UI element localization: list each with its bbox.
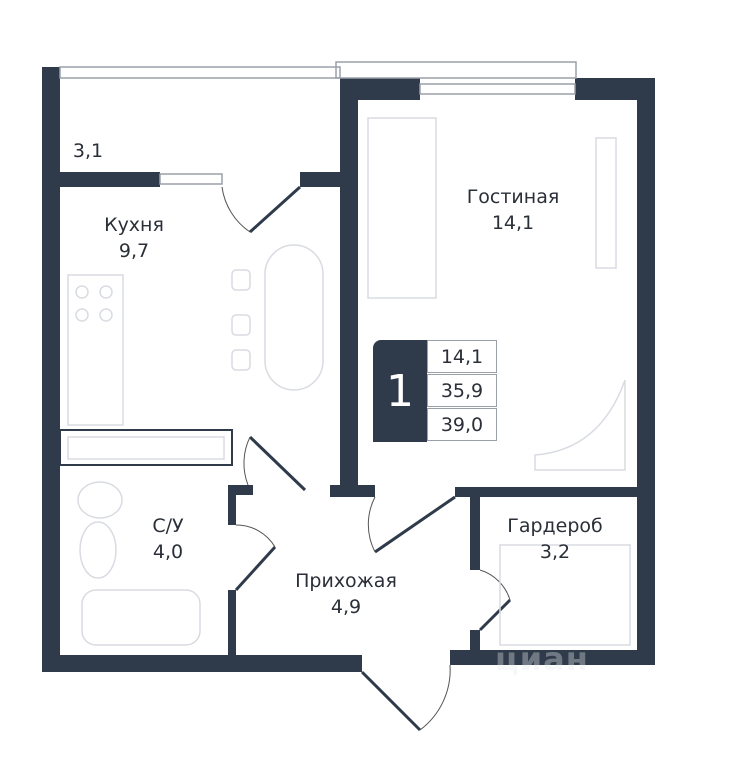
wardrobe-name: Гардероб [507, 515, 603, 537]
hallway-area: 4,9 [330, 596, 362, 618]
living-label: Гостиная 14,1 [467, 184, 560, 236]
bathroom-label: С/У 4,0 [152, 513, 183, 565]
kitchen-label: Кухня 9,7 [104, 212, 164, 264]
kitchen-area: 9,7 [118, 240, 150, 262]
rooms-count: 1 [373, 340, 427, 442]
doors [221, 185, 512, 732]
living-name: Гостиная [466, 186, 560, 208]
apartment-summary: 1 14,1 35,9 39,0 [373, 340, 499, 442]
furniture [59, 117, 631, 646]
windows [59, 61, 577, 185]
wardrobe-label: Гардероб 3,2 [507, 513, 603, 565]
net-area-cell: 35,9 [427, 374, 497, 407]
balcony-area: 3,1 [72, 140, 104, 162]
bathroom-name: С/У [152, 515, 184, 537]
wardrobe-area: 3,2 [539, 541, 571, 563]
walls [42, 67, 655, 672]
total-area-cell: 39,0 [427, 408, 497, 441]
kitchen-name: Кухня [104, 214, 164, 236]
living-area: 14,1 [491, 212, 535, 234]
bathroom-area: 4,0 [152, 541, 184, 563]
hallway-label: Прихожая 4,9 [295, 568, 397, 620]
watermark-logo: циан [495, 640, 589, 678]
hallway-name: Прихожая [295, 570, 397, 592]
living-area-cell: 14,1 [427, 340, 497, 373]
